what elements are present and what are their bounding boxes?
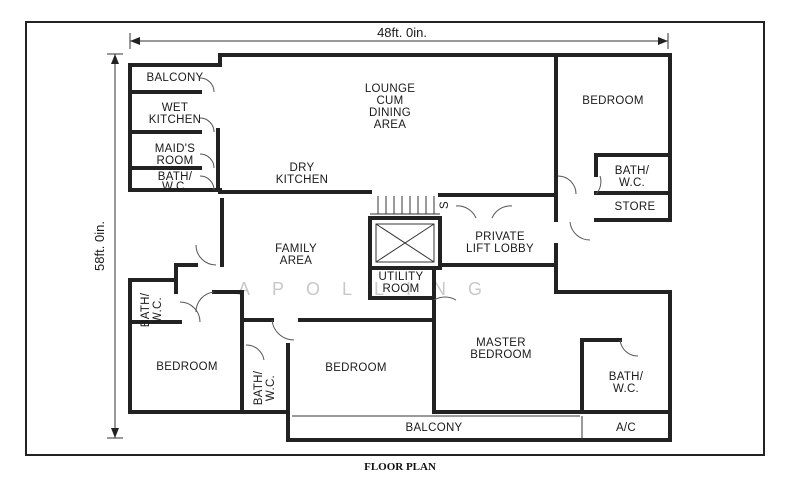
maids-room-label-1: MAID'S <box>155 143 195 155</box>
master-bedroom-label-2: BEDROOM <box>470 349 532 361</box>
bath-wc-left-top-label-2: W.C. <box>162 181 188 193</box>
ac-label: A/C <box>616 422 636 434</box>
bath-wc-master-label-2: W.C. <box>613 383 639 395</box>
balcony-bottom-label: BALCONY <box>405 422 462 434</box>
store-label: STORE <box>615 201 656 213</box>
watermark-text: APOLLING <box>238 279 504 299</box>
lift-shaft <box>375 223 435 263</box>
depth-dimension: 58ft. 0in. <box>92 53 123 439</box>
bath-wc-left-mid-label-1: BATH/ <box>140 292 152 327</box>
lift-lobby-label-2: LIFT LOBBY <box>466 243 534 255</box>
bath-wc-bottom-label-2: W.C. <box>265 375 277 401</box>
balcony-top-label: BALCONY <box>146 72 203 84</box>
family-area-label-2: AREA <box>280 255 313 267</box>
bedroom-top-right-label: BEDROOM <box>582 95 644 107</box>
depth-dimension-label: 58ft. 0in. <box>92 221 107 271</box>
drawing-frame <box>25 21 765 456</box>
bath-wc-top-right-label-2: W.C. <box>619 177 645 189</box>
wet-kitchen-label-1: WET <box>162 102 188 114</box>
bath-wc-bottom-label-1: BATH/ <box>253 370 265 405</box>
staircase: S <box>370 196 451 215</box>
family-area-label-1: FAMILY <box>275 243 317 255</box>
bath-wc-left-mid-label-2: W.C. <box>152 297 164 323</box>
lounge-label-4: AREA <box>374 119 407 131</box>
bedroom-middle-label: BEDROOM <box>325 362 387 374</box>
width-dimension-label: 48ft. 0in. <box>377 25 427 40</box>
bath-wc-left-top-label-1: BATH/ <box>158 171 193 183</box>
lift-lobby-label-1: PRIVATE <box>475 231 525 243</box>
master-bedroom-label-1: MASTER <box>476 337 526 349</box>
stairs-label: S <box>439 201 451 209</box>
wet-kitchen-label-2: KITCHEN <box>149 114 202 126</box>
width-dimension: 48ft. 0in. <box>129 25 669 49</box>
lounge-label-2: CUM <box>376 95 403 107</box>
lounge-label-3: DINING <box>369 107 411 119</box>
dry-kitchen-label-1: DRY <box>290 162 315 174</box>
walls <box>128 53 672 442</box>
floor-plan-caption: FLOOR PLAN <box>364 461 436 473</box>
door-swings <box>179 77 639 361</box>
bedroom-left-label: BEDROOM <box>156 361 218 373</box>
dry-kitchen-label-2: KITCHEN <box>276 174 329 186</box>
utility-room-label-2: ROOM <box>383 283 420 295</box>
room-labels: BALCONY WET KITCHEN MAID'S ROOM BATH/ W.… <box>140 72 655 434</box>
bath-wc-top-right-label-1: BATH/ <box>615 165 650 177</box>
lounge-label-1: LOUNGE <box>365 83 415 95</box>
maids-room-label-2: ROOM <box>157 155 194 167</box>
bath-wc-master-label-1: BATH/ <box>609 371 644 383</box>
utility-room-label-1: UTILITY <box>379 271 424 283</box>
